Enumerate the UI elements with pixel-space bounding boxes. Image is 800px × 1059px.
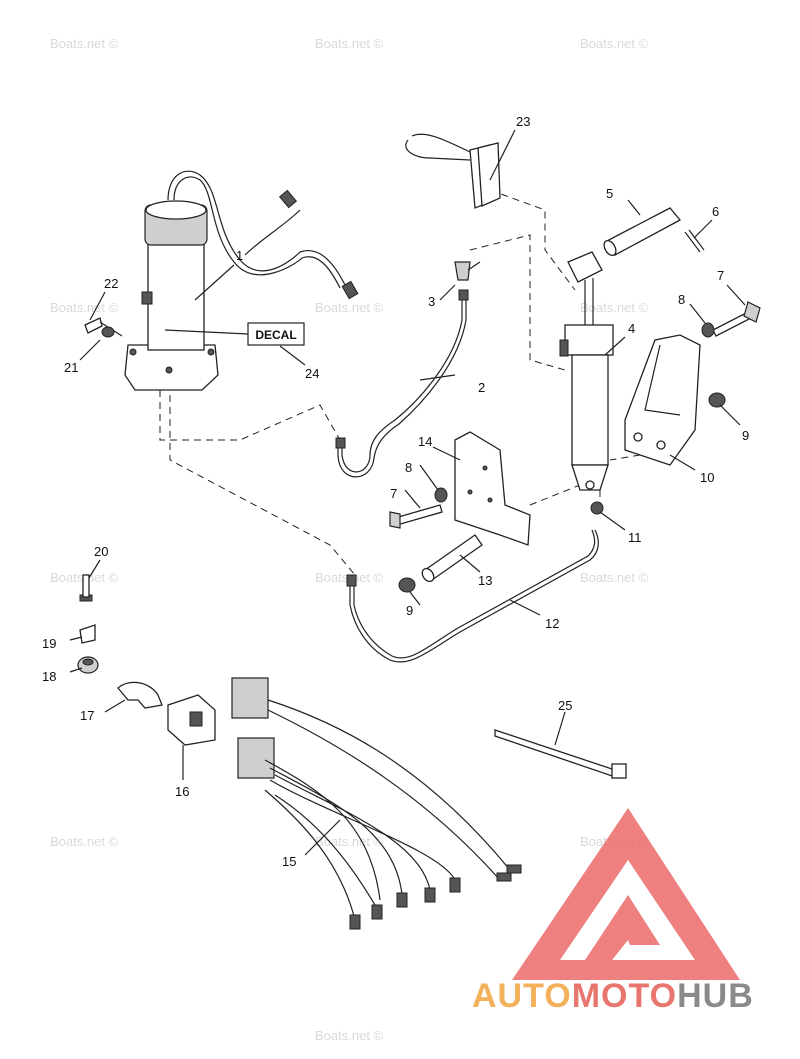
part-label-19: 19 — [42, 636, 56, 651]
pump-motor-part-1 — [124, 170, 359, 391]
part-label-8: 8 — [678, 292, 685, 307]
part-label-17: 17 — [80, 708, 94, 723]
nut-part-9-lower — [398, 577, 416, 593]
cotter-part-6 — [684, 229, 705, 253]
dashed-connections — [159, 189, 641, 576]
part-label-13: 13 — [478, 573, 492, 588]
watermark: Boats.net © — [315, 1028, 384, 1043]
cable-tie-part-25 — [494, 729, 627, 780]
bracket-part-23 — [405, 133, 501, 209]
screw-part-20 — [79, 574, 93, 602]
part-label-21: 21 — [64, 360, 78, 375]
nut-part-9 — [708, 392, 726, 408]
part-label-2: 2 — [478, 380, 485, 395]
part-label-25: 25 — [558, 698, 572, 713]
part-label-1: 1 — [236, 248, 243, 263]
part-labels: 1 2 3 4 5 6 7 8 9 9 10 11 12 13 14 7 8 9… — [42, 114, 749, 869]
hydraulic-line-part-2 — [335, 289, 469, 478]
part-label-14: 14 — [418, 434, 432, 449]
svg-text:AUTOMOTOHUB: AUTOMOTOHUB — [472, 977, 754, 1015]
trim-cylinder-part-4 — [559, 251, 614, 491]
part-label-12: 12 — [545, 616, 559, 631]
brand-part-moto: MOTO — [572, 977, 677, 1015]
part-label-16: 16 — [175, 784, 189, 799]
washer-part-8-lower — [434, 487, 448, 503]
part-label-20: 20 — [94, 544, 108, 559]
part-label-3: 3 — [428, 294, 435, 309]
part-label-15: 15 — [282, 854, 296, 869]
pin-part-13 — [421, 534, 483, 583]
part-label-22: 22 — [104, 276, 118, 291]
watermark: Boats.net © — [50, 834, 119, 849]
watermark: Boats.net © — [50, 36, 119, 51]
bracket-part-14 — [454, 431, 531, 546]
part-label-10: 10 — [700, 470, 714, 485]
washer-part-8 — [701, 322, 715, 338]
part-label-7-lower: 7 — [390, 486, 397, 501]
watermark: Boats.net © — [315, 36, 384, 51]
fitting-part-3 — [454, 261, 481, 281]
bolt-part-7-lower — [389, 504, 443, 529]
watermark: Boats.net © — [315, 300, 384, 315]
part-label-9: 9 — [742, 428, 749, 443]
brand-logo: AUTOMOTOHUB — [472, 977, 754, 1015]
decal-label: DECAL — [255, 328, 296, 342]
harness-part-15 — [231, 677, 522, 930]
part-label-9-lower: 9 — [406, 603, 413, 618]
decal-label-box: DECAL — [164, 322, 305, 346]
grommet-part-18 — [77, 656, 99, 674]
part-label-6: 6 — [712, 204, 719, 219]
part-label-8-lower: 8 — [405, 460, 412, 475]
part-label-24: 24 — [305, 366, 319, 381]
clip-part-17 — [117, 681, 163, 709]
watermark: Boats.net © — [50, 300, 119, 315]
pin-part-5 — [603, 207, 682, 257]
leader-lines — [69, 129, 746, 856]
bushing-part-19 — [79, 624, 96, 644]
part-label-18: 18 — [42, 669, 56, 684]
logo-triangle-icon — [512, 808, 740, 980]
watermark: Boats.net © — [580, 570, 649, 585]
washer-part-21 — [101, 326, 115, 338]
part-label-5: 5 — [606, 186, 613, 201]
watermark: Boats.net © — [580, 36, 649, 51]
connector-part-16 — [167, 694, 216, 746]
part-label-4: 4 — [628, 321, 635, 336]
bolt-part-7 — [712, 301, 761, 337]
bracket-part-10 — [624, 334, 701, 466]
fitting-part-11 — [590, 501, 604, 515]
part-label-11: 11 — [628, 530, 642, 545]
watermark: Boats.net © — [580, 300, 649, 315]
brand-part-auto: AUTO — [472, 977, 572, 1015]
brand-part-hub: HUB — [677, 977, 754, 1015]
part-label-7: 7 — [717, 268, 724, 283]
watermarks: Boats.net © Boats.net © Boats.net © Boat… — [50, 36, 649, 1043]
hydraulic-line-part-12 — [346, 529, 599, 663]
part-label-23: 23 — [516, 114, 530, 129]
